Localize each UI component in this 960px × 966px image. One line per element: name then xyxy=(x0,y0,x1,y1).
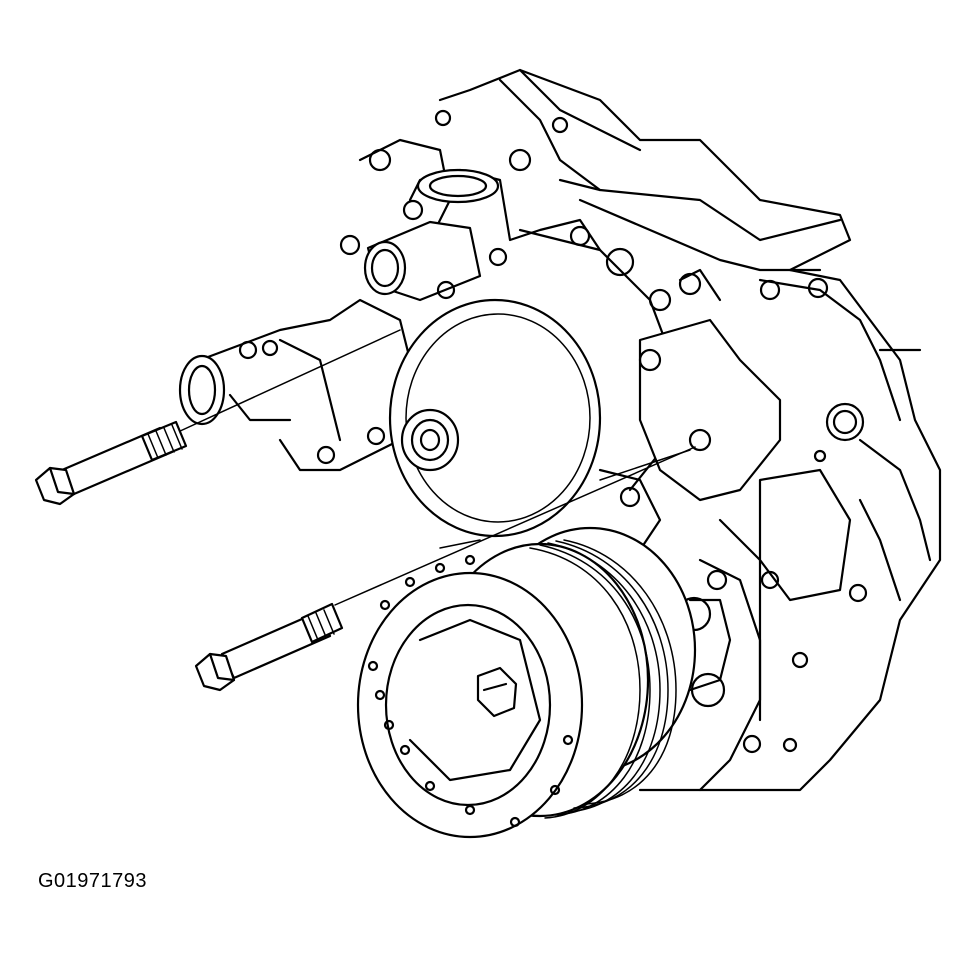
accessory-bracket xyxy=(600,270,780,550)
lower-mounting-bolt xyxy=(196,447,695,690)
upper-mounting-bolt xyxy=(36,330,400,504)
water-pump-outlet xyxy=(180,300,420,470)
engine-block xyxy=(360,70,940,790)
figure-code: G01971793 xyxy=(38,870,148,892)
thermostat-housing xyxy=(341,170,600,300)
crankshaft-balancer xyxy=(358,528,695,837)
water-pump-pulley xyxy=(390,230,680,536)
drive-belt-hint xyxy=(440,450,690,548)
